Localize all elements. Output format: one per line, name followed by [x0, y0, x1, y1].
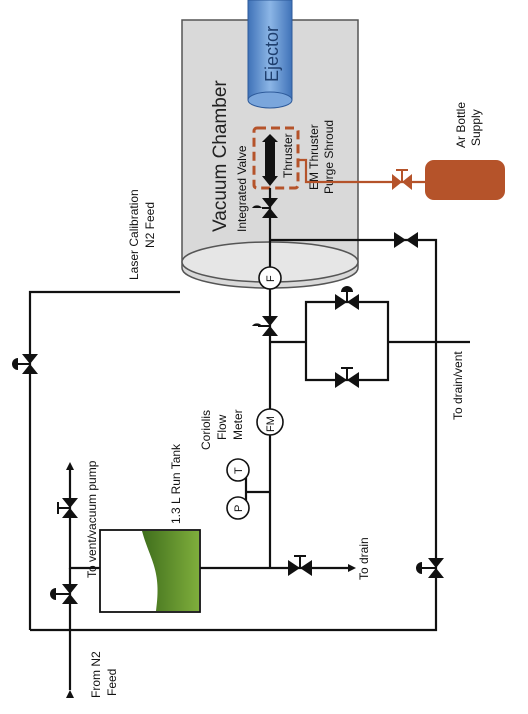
laser-feed-label-2: N2 Feed [143, 202, 157, 248]
coriolis-label-1: Coriolis [199, 410, 213, 450]
thruster-label: Thruster [281, 133, 295, 178]
run-tank-label: 1.3 L Run Tank [169, 443, 183, 524]
bottom-bypass-line [30, 380, 438, 632]
temperature-sensor-label: T [233, 467, 245, 474]
n2-inlet-valve[interactable] [50, 584, 78, 604]
flow-sensor-f [258, 266, 282, 290]
thruster-body [265, 142, 275, 176]
purge-shroud-label-2: Purge Shroud [322, 120, 336, 194]
coriolis-flow-meter-label: FM [265, 416, 277, 432]
ar-supply-label-2: Supply [469, 109, 483, 146]
n2-feed-arrow [66, 690, 74, 698]
to-drain-label: To drain [357, 537, 371, 580]
feed-valve[interactable] [252, 316, 278, 336]
argon-bottle [425, 160, 505, 200]
integrated-valve-label: Integrated Valve [235, 145, 249, 232]
thruster-nozzle [262, 176, 278, 186]
argon-valve[interactable] [392, 169, 412, 190]
drain-valve[interactable] [288, 555, 312, 576]
purge-shroud [252, 126, 300, 190]
loop-valve-upper[interactable] [335, 286, 359, 310]
drain-vent-label: To drain/vent [451, 351, 465, 420]
ar-supply-label-1: Ar Bottle [454, 102, 468, 148]
thruster-cap [262, 134, 278, 142]
drain-arrow [348, 564, 356, 572]
from-n2-label-2: Feed [105, 669, 119, 696]
coriolis-label-3: Meter [231, 409, 245, 440]
vent-valve[interactable] [57, 498, 78, 518]
pressure-sensor-label: P [233, 505, 245, 512]
bottom-bypass-valve[interactable] [416, 558, 444, 578]
coriolis-label-2: Flow [215, 414, 229, 440]
laser-feed-valve[interactable] [12, 354, 38, 374]
ejector [247, 0, 293, 109]
argon-line [298, 158, 425, 184]
vacuum-chamber-label: Vacuum Chamber [210, 80, 231, 232]
vent-vacuum-label: To vent/vacuum pump [85, 460, 99, 578]
bypass-branch-line [270, 238, 438, 380]
pressure-sensor [226, 496, 250, 520]
run-tank [99, 529, 201, 613]
instrument-tap [244, 470, 270, 508]
parallel-loop [270, 300, 390, 382]
laser-n2-feed-line [28, 290, 180, 630]
integrated-valve[interactable] [252, 198, 278, 218]
from-n2-label-1: From N2 [89, 651, 103, 698]
temperature-sensor [226, 458, 250, 482]
purge-shroud-label-1: EM Thruster [307, 124, 321, 190]
vent-valve-upper[interactable] [394, 232, 418, 248]
laser-feed-label-1: Laser Calibration [127, 189, 141, 280]
vent-arrow [66, 462, 74, 470]
loop-valve-lower[interactable] [335, 367, 359, 388]
ejector-label: Ejector [262, 26, 282, 82]
coriolis-flow-meter [256, 408, 284, 436]
flow-sensor-f-label: F [265, 275, 277, 282]
